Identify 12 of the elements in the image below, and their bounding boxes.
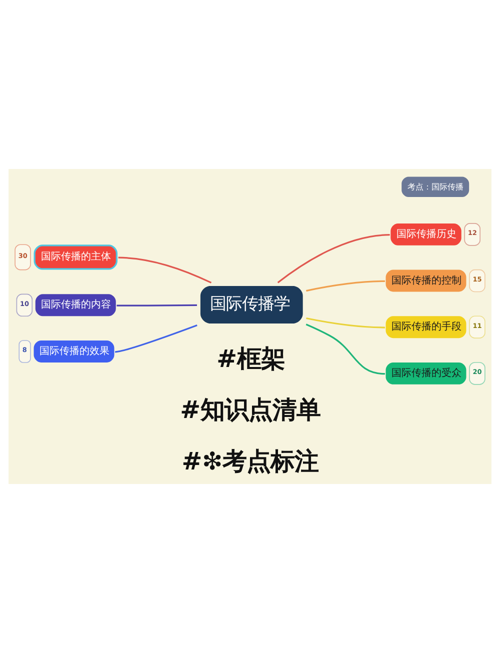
label: 考点：国际传播 (408, 181, 464, 192)
connector (306, 280, 385, 292)
connector (116, 304, 197, 306)
connector (114, 324, 198, 353)
connector (306, 324, 385, 375)
label: #框架 (216, 344, 286, 373)
node-box: 国际传播学 (200, 286, 303, 324)
connector (118, 256, 212, 284)
label: #知识点清单 (180, 395, 321, 424)
connector (277, 234, 390, 284)
label: #❇考点标注 (182, 446, 319, 476)
connector (306, 317, 385, 328)
